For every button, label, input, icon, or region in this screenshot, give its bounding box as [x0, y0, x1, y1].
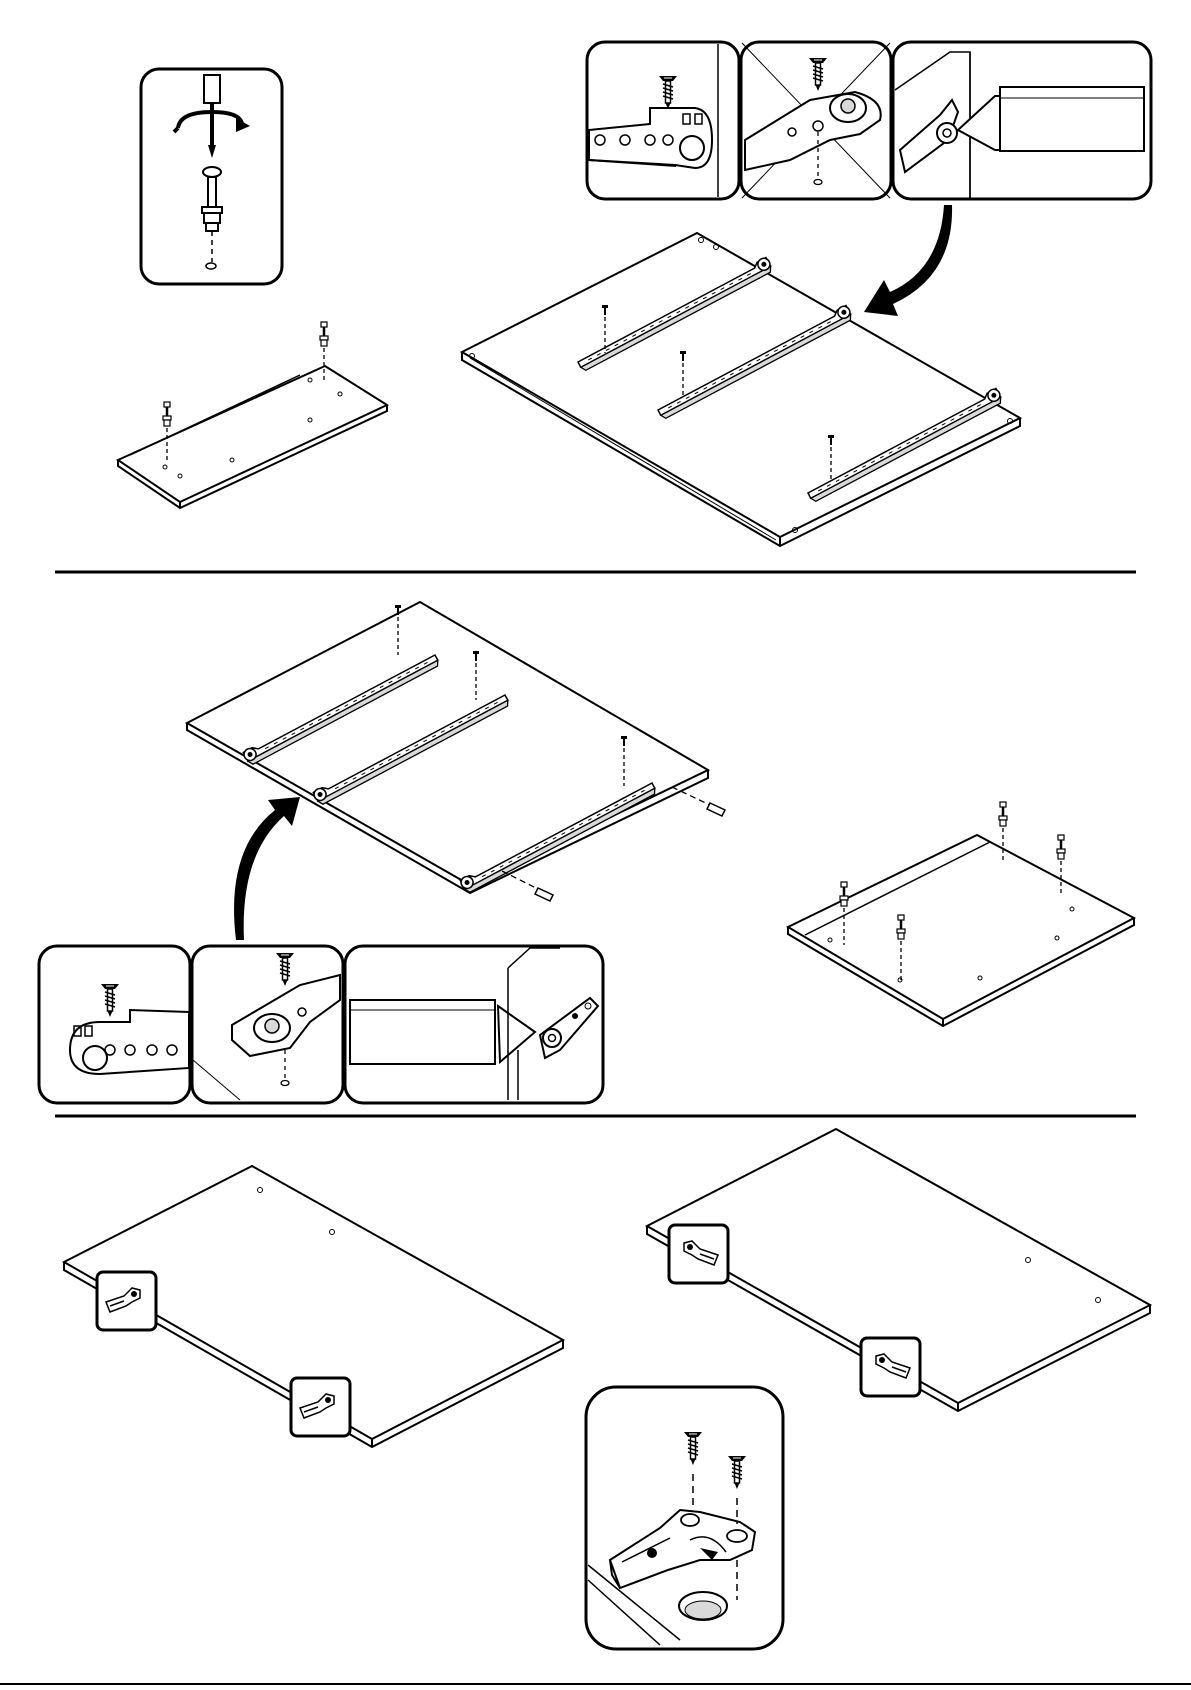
- door-panel-right: [647, 1129, 1150, 1411]
- callout-slide-screw-back: [741, 42, 891, 199]
- arrow-icon: [864, 205, 952, 316]
- section-2: [39, 602, 1134, 1103]
- callout-screwdriver-detail: [141, 69, 282, 284]
- callout-slide-screw-back-2: [192, 946, 343, 1103]
- callout-slide-screw-front: [587, 42, 739, 199]
- cam-bolt-icon: [999, 802, 1007, 826]
- callout-slide-screw-front-2: [39, 946, 190, 1103]
- callout-hinge-detail: [586, 1387, 783, 1649]
- door-panel-left: [64, 1166, 563, 1447]
- large-panel-with-slides: [462, 233, 1020, 546]
- cam-bolt-icon: [163, 402, 171, 426]
- small-panel-right: [788, 802, 1134, 1026]
- arrow-icon: [234, 797, 300, 940]
- small-panel-left: [118, 322, 387, 508]
- cam-bolt-icon: [1057, 835, 1065, 859]
- cam-bolt-icon: [840, 882, 848, 906]
- section-1: [118, 42, 1151, 546]
- callout-slide-side-view: [893, 42, 1151, 199]
- large-panel-with-slides-mirrored: [187, 602, 725, 901]
- cam-bolt-icon: [320, 322, 328, 346]
- dowel-icon: [502, 871, 553, 901]
- section-3: [64, 1129, 1150, 1649]
- callout-slide-side-view-2: [345, 946, 603, 1103]
